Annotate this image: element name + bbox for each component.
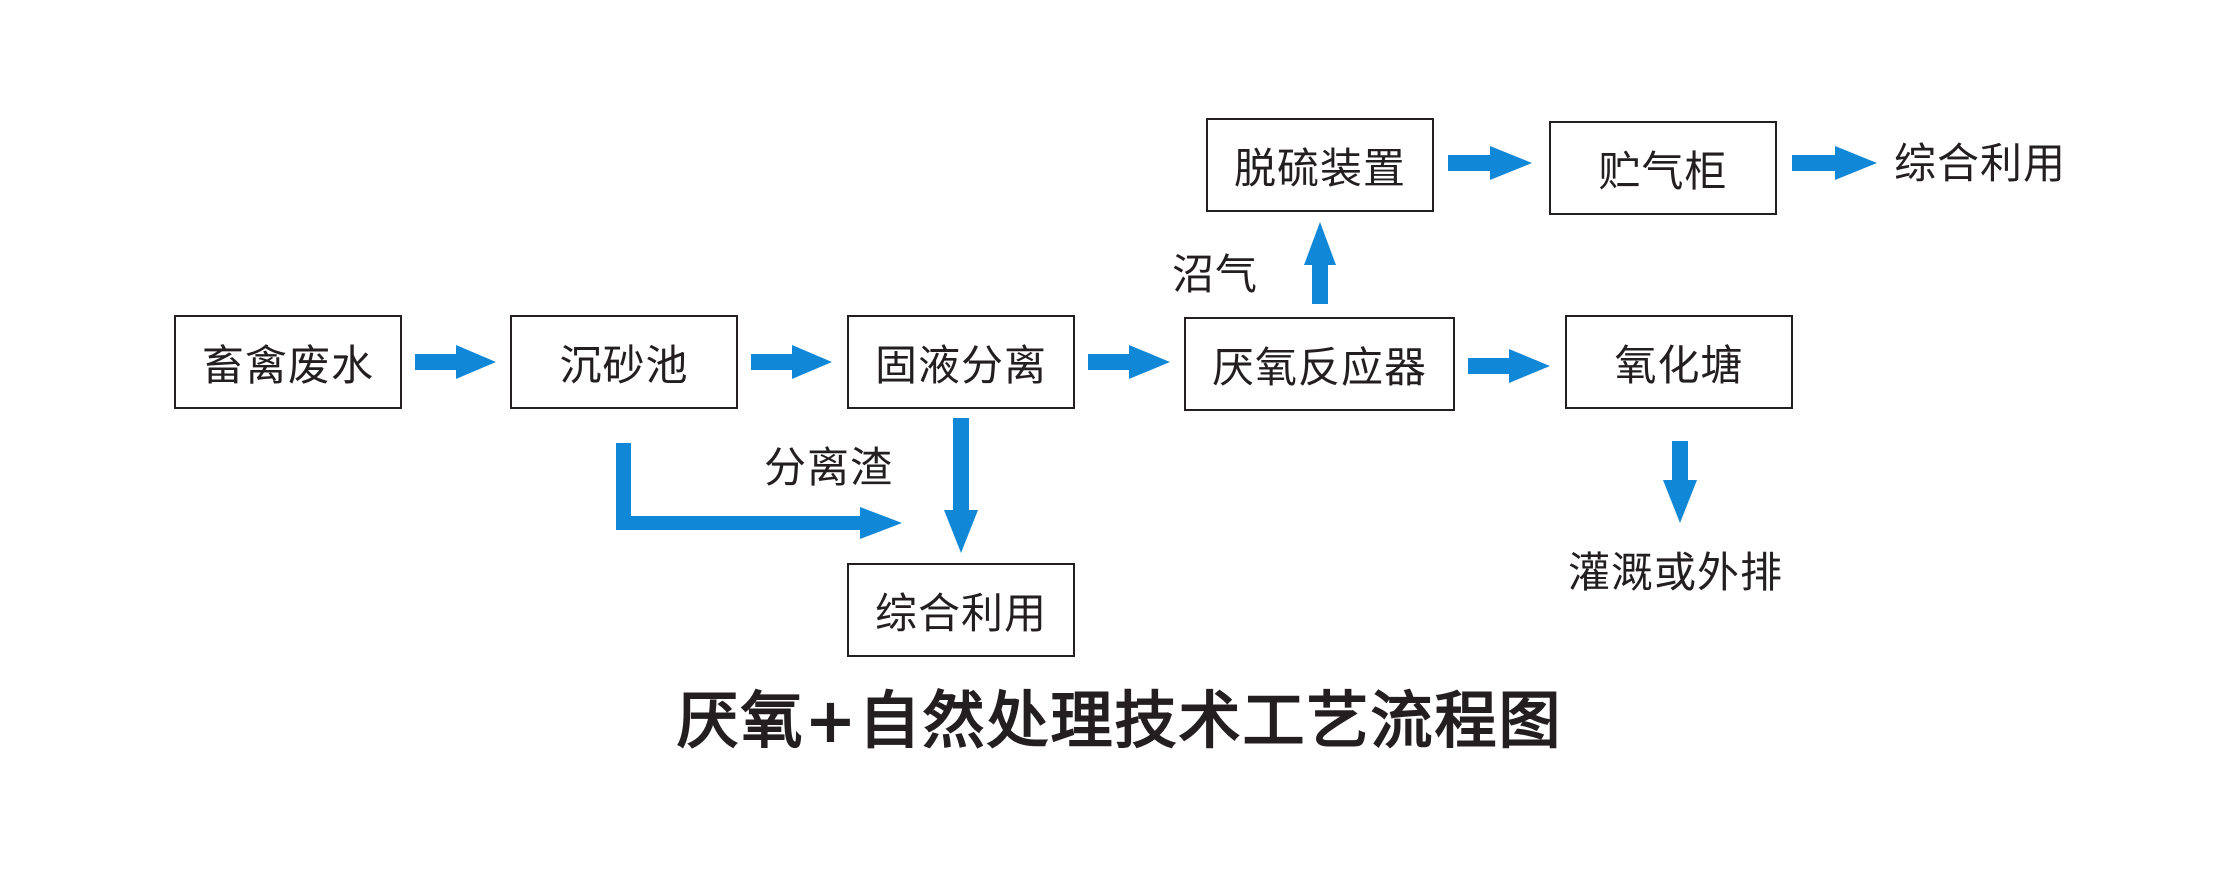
arrow-wastewater-to-grit [415, 345, 496, 379]
node-comprehensive-use: 综合利用 [847, 563, 1075, 657]
arrow-grit-residue-to-use [616, 443, 902, 539]
arrow-desulfurization-to-gasholder [1448, 146, 1532, 180]
node-grit-chamber-label: 沉砂池 [559, 340, 689, 390]
arrow-reactor-to-desulfurization [1304, 222, 1336, 304]
node-desulfurization-device-label: 脱硫装置 [1233, 143, 1406, 193]
node-livestock-wastewater: 畜禽废水 [174, 315, 402, 409]
diagram-title: 厌氧+自然处理技术工艺流程图 [676, 684, 1563, 757]
arrow-reactor-to-pond [1468, 349, 1550, 383]
node-oxidation-pond-label: 氧化塘 [1614, 340, 1744, 390]
node-anaerobic-reactor-label: 厌氧反应器 [1211, 342, 1427, 392]
node-desulfurization-device: 脱硫装置 [1206, 118, 1434, 212]
arrow-grit-to-separation [751, 345, 832, 379]
irrigation-or-discharge-label: 灌溉或外排 [1568, 548, 1784, 597]
node-solid-liquid-separation: 固液分离 [847, 315, 1075, 409]
node-livestock-wastewater-label: 畜禽废水 [201, 340, 374, 390]
node-gas-holder-label: 贮气柜 [1598, 146, 1728, 196]
node-anaerobic-reactor: 厌氧反应器 [1184, 317, 1455, 411]
arrow-pond-to-discharge [1663, 441, 1697, 523]
arrow-separation-to-use [944, 418, 978, 553]
arrow-gasholder-to-use [1792, 146, 1877, 180]
node-comprehensive-use-label: 综合利用 [874, 588, 1047, 638]
node-solid-liquid-separation-label: 固液分离 [874, 340, 1047, 390]
node-gas-holder: 贮气柜 [1549, 121, 1777, 215]
separated-residue-label: 分离渣 [764, 443, 894, 492]
comprehensive-use-label: 综合利用 [1894, 139, 2067, 188]
arrow-separation-to-reactor [1088, 345, 1170, 379]
node-grit-chamber: 沉砂池 [510, 315, 738, 409]
biogas-label: 沼气 [1172, 250, 1259, 299]
node-oxidation-pond: 氧化塘 [1565, 315, 1793, 409]
